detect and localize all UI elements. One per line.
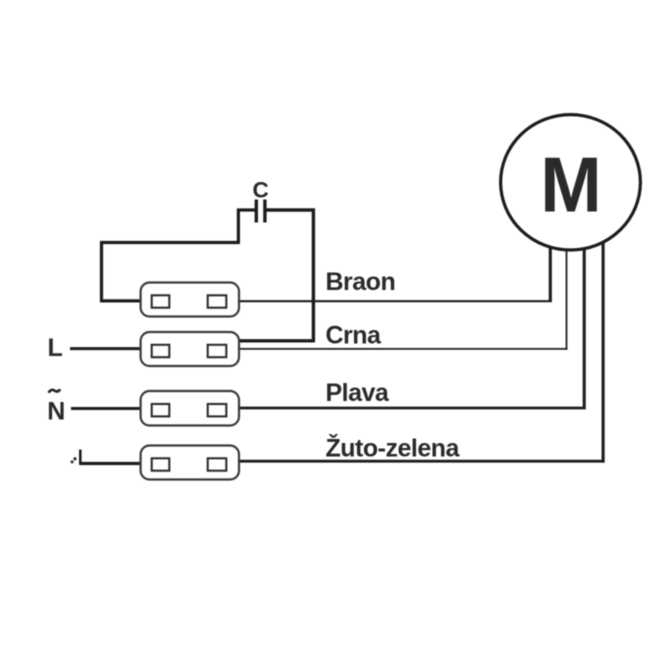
- svg-text:L: L: [48, 334, 63, 362]
- svg-text:Braon: Braon: [326, 268, 396, 296]
- svg-text:N: N: [47, 397, 65, 425]
- svg-text:M: M: [540, 141, 602, 229]
- svg-text:Plava: Plava: [326, 379, 390, 407]
- svg-text:Crna: Crna: [326, 322, 383, 350]
- svg-text:Žuto-zelena: Žuto-zelena: [326, 433, 461, 463]
- svg-text:C: C: [253, 178, 269, 203]
